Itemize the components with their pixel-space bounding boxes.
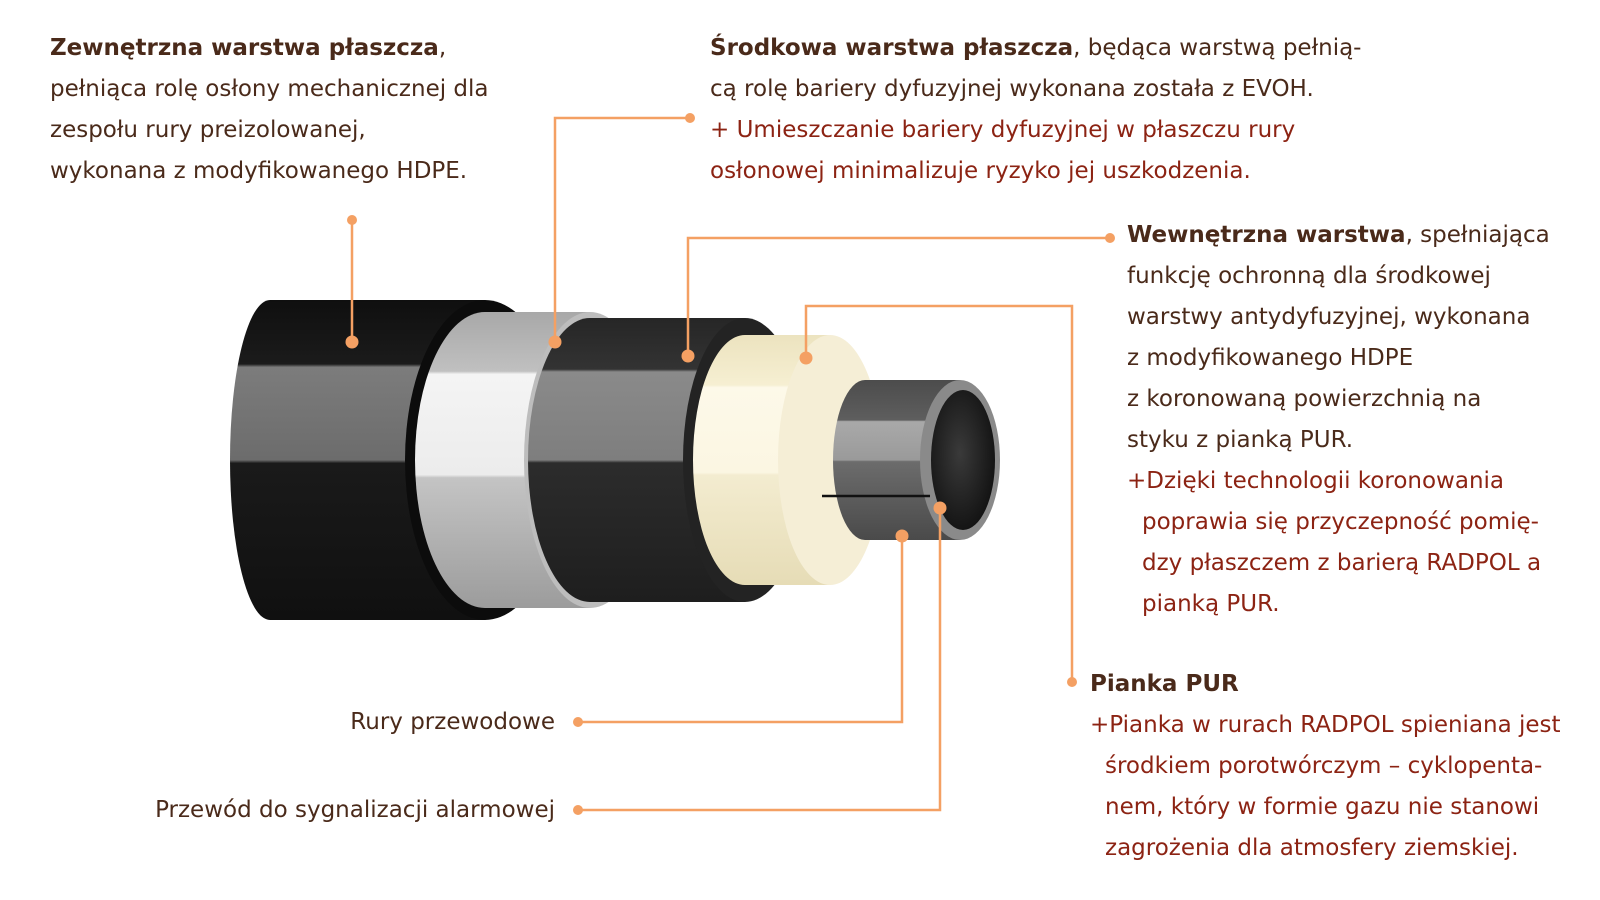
middle-layer-title: Środkowa warstwa płaszcza: [710, 35, 1074, 61]
inner-layer-line: z modyfikowanego HDPE: [1127, 345, 1414, 371]
dot-inner-jacket-top: [1105, 233, 1115, 243]
leader-pur-foam: [804, 304, 1074, 682]
inner-layer-line: warstwy antydyfuzyjnej, wykonana: [1127, 304, 1531, 330]
inner-layer-note: +Dzięki technologii koronowania: [1127, 468, 1505, 494]
pur-foam-note: nem, który w formie gazu nie stanowi: [1105, 794, 1540, 820]
outer-layer-title: Zewnętrzna warstwa płaszcza: [50, 35, 439, 61]
inner-layer-description: Wewnętrzna warstwa, spełniająca funkcję …: [1127, 215, 1587, 625]
dot-outer-jacket-top: [347, 215, 357, 225]
dot-barrier-top: [685, 113, 695, 123]
pur-foam-description: Pianka PUR +Pianka w rurach RADPOL spien…: [1090, 664, 1595, 869]
leader-alarm-wire: [578, 508, 942, 812]
middle-layer-note: + Umieszczanie bariery dyfuzyjnej w płas…: [710, 117, 1296, 143]
inner-layer-line: styku z pianką PUR.: [1127, 427, 1354, 453]
pur-foam-note: zagrożenia dla atmosfery ziemskiej.: [1105, 835, 1519, 861]
dot-pur-foam-label: [1067, 677, 1077, 687]
dot-alarm-wire-label: [573, 805, 583, 815]
inner-layer-line: z koronowaną powierzchnią na: [1127, 386, 1482, 412]
leader-inner-jacket: [686, 236, 1110, 356]
dot-inner-jacket-end: [681, 349, 695, 363]
pur-foam-title: Pianka PUR: [1090, 671, 1239, 697]
dot-service-pipes-label: [573, 717, 583, 727]
dot-outer-jacket-end: [345, 335, 359, 349]
service-pipe: [833, 380, 1000, 540]
outer-layer-line: zespołu rury preizolowanej,: [50, 117, 366, 143]
service-pipes-label: Rury przewodowe: [350, 709, 555, 735]
pur-foam-note: środkiem porotwórczym – cyklopenta-: [1105, 753, 1543, 779]
leader-service-pipes: [578, 536, 904, 724]
dot-barrier-end: [548, 335, 562, 349]
leader-dots: [345, 113, 1115, 815]
outer-layer-line: pełniąca rolę osłony mechanicznej dla: [50, 76, 489, 102]
inner-layer-line: funkcję ochronną dla środkowej: [1127, 263, 1491, 289]
middle-layer-line: cą rolę bariery dyfuzyjnej wykonana zost…: [710, 76, 1314, 102]
leader-barrier: [553, 116, 690, 342]
inner-layer-note: poprawia się przyczepność pomię-: [1142, 509, 1539, 535]
pur-foam-note: +Pianka w rurach RADPOL spieniana jest: [1090, 712, 1561, 738]
middle-layer-note: osłonowej minimalizuje ryzyko jej uszkod…: [710, 158, 1251, 184]
inner-layer-note: pianką PUR.: [1142, 591, 1280, 617]
inner-layer-title: Wewnętrzna warstwa: [1127, 222, 1406, 248]
leader-lines: [350, 116, 1110, 812]
dot-service-pipe-end: [895, 529, 909, 543]
middle-layer-description: Środkowa warstwa płaszcza, będąca warstw…: [710, 28, 1430, 192]
inner-layer-note: dzy płaszczem z barierą RADPOL a: [1142, 550, 1542, 576]
dot-pur-foam-end: [799, 351, 813, 365]
outer-layer-description: Zewnętrzna warstwa płaszcza, pełniąca ro…: [50, 28, 610, 192]
dot-alarm-wire-end: [933, 501, 947, 515]
alarm-wire-label: Przewód do sygnalizacji alarmowej: [155, 797, 555, 823]
outer-layer-line: wykonana z modyfikowanego HDPE.: [50, 158, 468, 184]
